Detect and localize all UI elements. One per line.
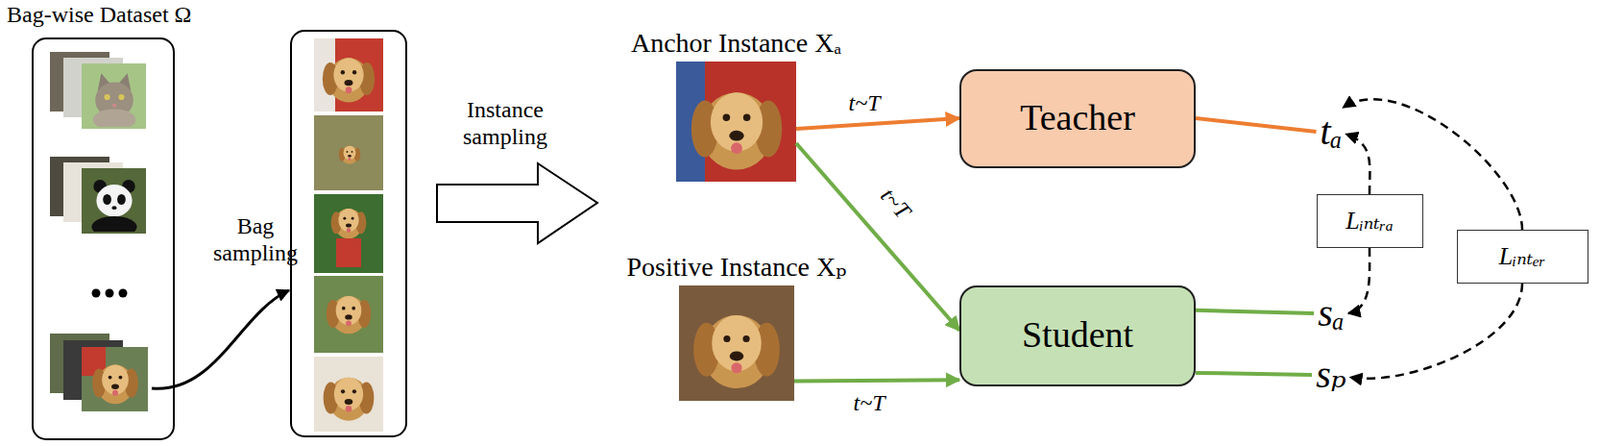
node-heading: Anchor Instance Xₐ — [629, 27, 844, 59]
flow-connector — [1195, 118, 1317, 132]
flow-connector — [1195, 372, 1312, 375]
node-label: Student — [1021, 314, 1134, 357]
loss-box: Lᵢₙₜᵣₐ — [1316, 193, 1424, 248]
edge-label: t~T — [872, 180, 918, 227]
edge-label: t~T — [850, 389, 889, 417]
loss-box: Lᵢₙₜₑᵣ — [1456, 229, 1589, 284]
teacher-box: Teacher — [959, 69, 1196, 169]
output-symbol: sₐ — [1313, 289, 1349, 338]
node-heading: Positive Instance Xₚ — [625, 251, 849, 283]
node-label: Teacher — [1019, 96, 1136, 140]
node-label: Lᵢₙₜₑᵣ — [1499, 242, 1547, 271]
output-symbol: sₚ — [1311, 350, 1351, 399]
node-label: sₚ — [1315, 352, 1347, 397]
flow-connector — [796, 143, 960, 331]
output-symbol: tₐ — [1316, 107, 1347, 156]
node-label: sₐ — [1317, 290, 1344, 336]
anchor-image: Anchor Instance Xₐ — [676, 61, 797, 182]
node-label: Lᵢₙₜᵣₐ — [1345, 206, 1394, 236]
dataset-box: Bag-wise Dataset Ω — [32, 38, 174, 439]
student-box: Student — [959, 285, 1196, 387]
step-label: Instance sampling — [447, 96, 563, 150]
loss-arrow — [1350, 283, 1523, 379]
node-heading: Bag-wise Dataset Ω — [4, 1, 194, 29]
step-label: Bag sampling — [207, 213, 304, 267]
edge-label: t~T — [846, 90, 884, 118]
flow-connector — [1195, 310, 1314, 314]
node-label: tₐ — [1320, 109, 1343, 154]
loss-arrow — [1346, 134, 1371, 195]
flow-connector — [796, 118, 960, 129]
flow-connector — [794, 379, 960, 381]
positive-image: Positive Instance Xₚ — [678, 285, 795, 401]
loss-arrow — [1348, 247, 1370, 314]
